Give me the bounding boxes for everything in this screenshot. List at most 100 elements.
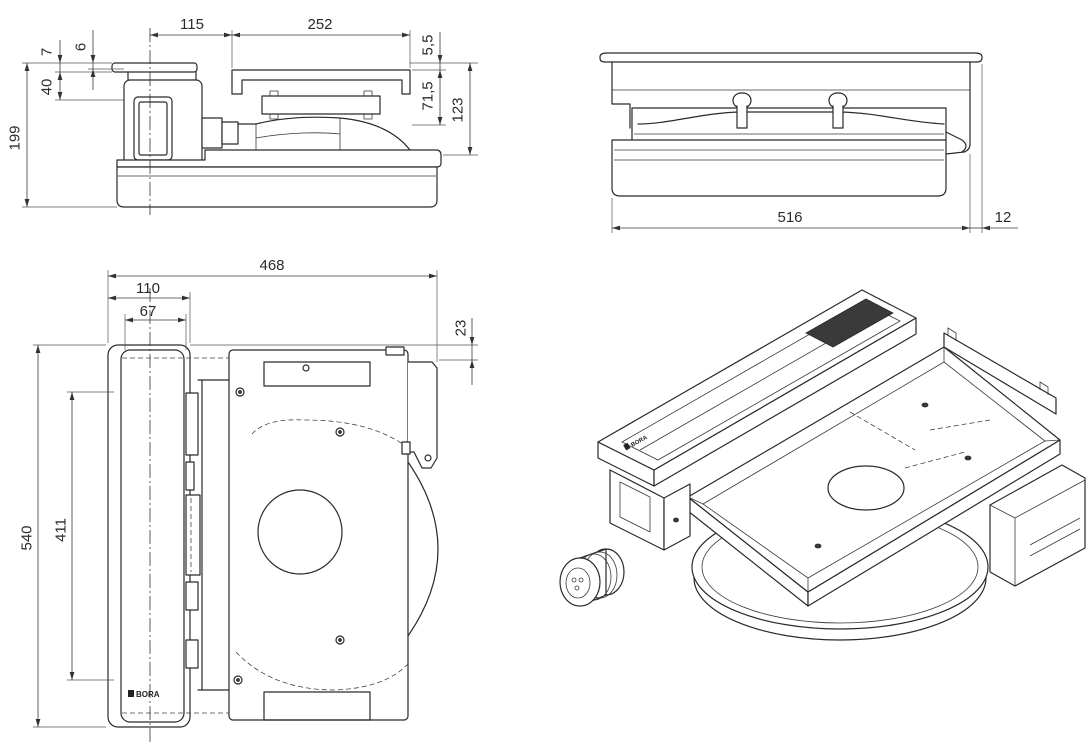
screw xyxy=(233,675,243,685)
inlet-brackets xyxy=(185,392,201,669)
display-segment xyxy=(574,585,580,591)
inlet-window xyxy=(619,481,651,533)
inlet-outer xyxy=(107,344,191,728)
front-view xyxy=(599,52,983,197)
dim-label-7: 7 xyxy=(39,48,56,56)
fan-scroll-inner xyxy=(255,118,341,150)
inlet-inner xyxy=(120,349,185,723)
bracket xyxy=(185,392,199,456)
screw xyxy=(335,427,345,437)
pipe-cap xyxy=(732,92,752,109)
logo-mark xyxy=(623,442,631,451)
motor-box-edges xyxy=(989,479,1086,586)
dim-label-199: 199 xyxy=(7,125,24,150)
inlet-cap xyxy=(111,62,198,73)
bora-logo: BORA xyxy=(128,690,160,699)
knob-display xyxy=(565,567,591,599)
hidden-line xyxy=(849,411,991,469)
housing-outline xyxy=(611,61,971,155)
motor-box xyxy=(989,464,1086,587)
dim-label-115: 115 xyxy=(180,16,204,33)
fan-housing xyxy=(228,349,409,721)
logo-text: BORA xyxy=(136,690,160,699)
control-knob xyxy=(559,548,625,607)
connector-frame xyxy=(197,379,230,691)
motor-bracket xyxy=(261,95,381,115)
dim-label-411: 411 xyxy=(53,518,70,542)
screw xyxy=(338,638,342,642)
screw xyxy=(814,543,822,549)
dim-label-110: 110 xyxy=(136,280,160,297)
dim-label-252: 252 xyxy=(307,16,332,33)
dim-label-23: 23 xyxy=(453,320,470,337)
hidden-fan-outline xyxy=(251,419,409,449)
dim-label-67: 67 xyxy=(140,303,157,320)
isometric-view: BORA xyxy=(559,289,1086,641)
dim-label-540: 540 xyxy=(19,525,36,550)
dim-label-6: 6 xyxy=(73,43,90,51)
cover-glass-dark xyxy=(805,298,894,348)
dim-label-516: 516 xyxy=(777,209,802,226)
base-unit xyxy=(116,166,438,208)
screw xyxy=(335,635,345,645)
screw xyxy=(338,430,342,434)
inlet-window-inner xyxy=(138,101,168,156)
dim-label-123: 123 xyxy=(450,97,467,122)
inlet-housing xyxy=(123,79,203,167)
side-clip xyxy=(945,131,967,153)
screw xyxy=(235,387,245,397)
plan-view: BORA xyxy=(107,288,439,745)
tray-tabs xyxy=(947,327,1049,395)
dim-label-40: 40 xyxy=(39,79,56,96)
plan-dimensions: 468 110 67 23 540 411 xyxy=(19,257,478,728)
bracket xyxy=(185,494,201,576)
display-segment xyxy=(578,577,584,583)
top-clip xyxy=(385,346,405,356)
base-unit xyxy=(611,139,947,197)
screws xyxy=(233,364,345,685)
bracket xyxy=(185,581,199,611)
inlet-housing-side xyxy=(663,483,691,551)
duct-pipe-left xyxy=(732,92,752,129)
duct-pipe-right xyxy=(828,92,848,129)
bracket-tabs xyxy=(269,90,373,120)
dim-label-71-5: 71,5 xyxy=(420,81,437,110)
cover-glass-line xyxy=(639,311,881,451)
screw xyxy=(921,402,929,408)
fan-scroll xyxy=(237,116,411,151)
inlet-neck xyxy=(127,71,197,81)
duct-adapter xyxy=(201,117,223,149)
dim-label-468: 468 xyxy=(259,257,284,274)
cover-glass xyxy=(621,302,901,461)
tray-back-wall xyxy=(943,332,1057,415)
duct-connector xyxy=(221,121,239,145)
dim-label-12: 12 xyxy=(995,209,1012,226)
screw xyxy=(236,678,240,682)
top-clip-box xyxy=(263,361,371,387)
glass-top xyxy=(599,52,983,63)
tray-rim xyxy=(631,107,947,141)
screw xyxy=(238,390,242,394)
front-dimensions: 516 12 xyxy=(611,64,1018,233)
logo-mark xyxy=(128,690,134,697)
screw xyxy=(964,455,972,461)
display-segment xyxy=(571,577,577,583)
side-tab xyxy=(401,441,411,455)
tray-opening xyxy=(827,465,905,511)
side-view xyxy=(111,28,442,215)
side-bracket xyxy=(407,361,438,469)
screw xyxy=(673,517,679,523)
bracket-hole xyxy=(424,454,432,462)
fan-disc-edge xyxy=(407,461,439,637)
pipe-stem xyxy=(832,105,844,129)
pipe-cap xyxy=(828,92,848,109)
fan-inlet-circle xyxy=(257,489,343,575)
tray-corners xyxy=(687,347,1061,592)
bottom-clip-box xyxy=(263,691,371,721)
dim-label-5-5: 5,5 xyxy=(420,35,437,56)
side-dimensions: 115 252 199 7 40 6 5,5 71,5 123 xyxy=(7,16,478,208)
tray-basin xyxy=(637,111,945,125)
pipe-stem xyxy=(736,105,748,129)
bracket xyxy=(185,461,195,491)
